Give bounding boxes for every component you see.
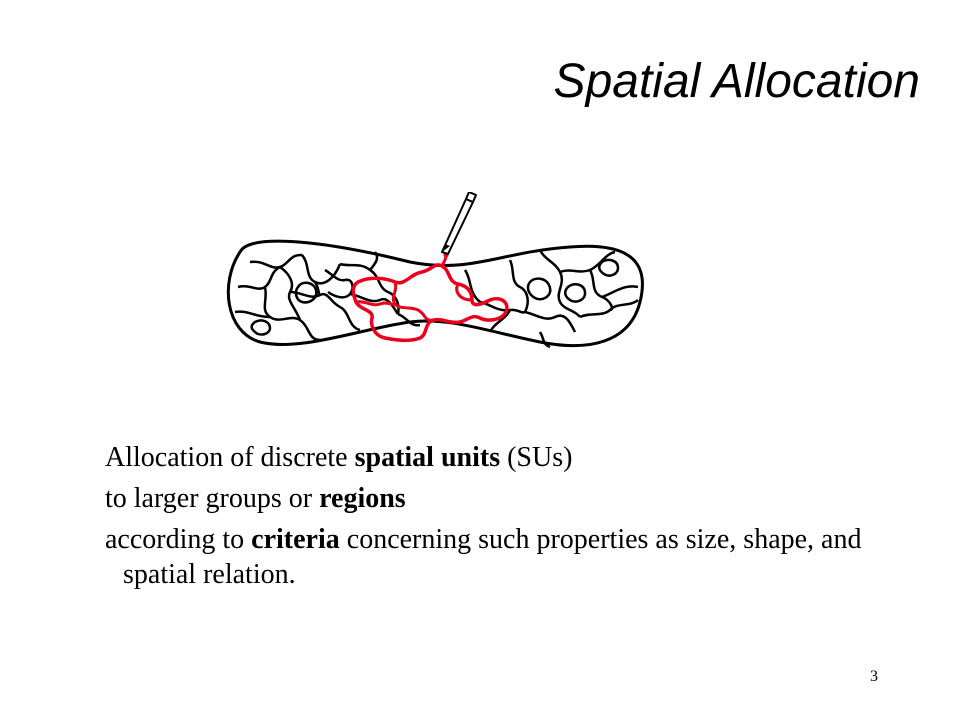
- slide-title: Spatial Allocation: [553, 55, 920, 108]
- spatial-units-map-icon: [226, 191, 644, 349]
- body-line-1: Allocation of discrete spatial units (SU…: [105, 442, 573, 473]
- slide-body: Allocation of discrete spatial units (SU…: [105, 440, 905, 598]
- allocated-region: [351, 263, 509, 343]
- body-line-3: according to criteria concerning such pr…: [105, 524, 862, 590]
- spatial-units-figure: [210, 191, 660, 372]
- page-number: 3: [870, 668, 878, 685]
- term-criteria: criteria: [251, 524, 340, 555]
- map-outline: [226, 239, 644, 348]
- term-regions: regions: [319, 483, 406, 514]
- body-line-2: to larger groups or regions: [105, 483, 406, 514]
- term-spatial-units: spatial units: [354, 442, 501, 473]
- pencil-icon: [441, 191, 477, 255]
